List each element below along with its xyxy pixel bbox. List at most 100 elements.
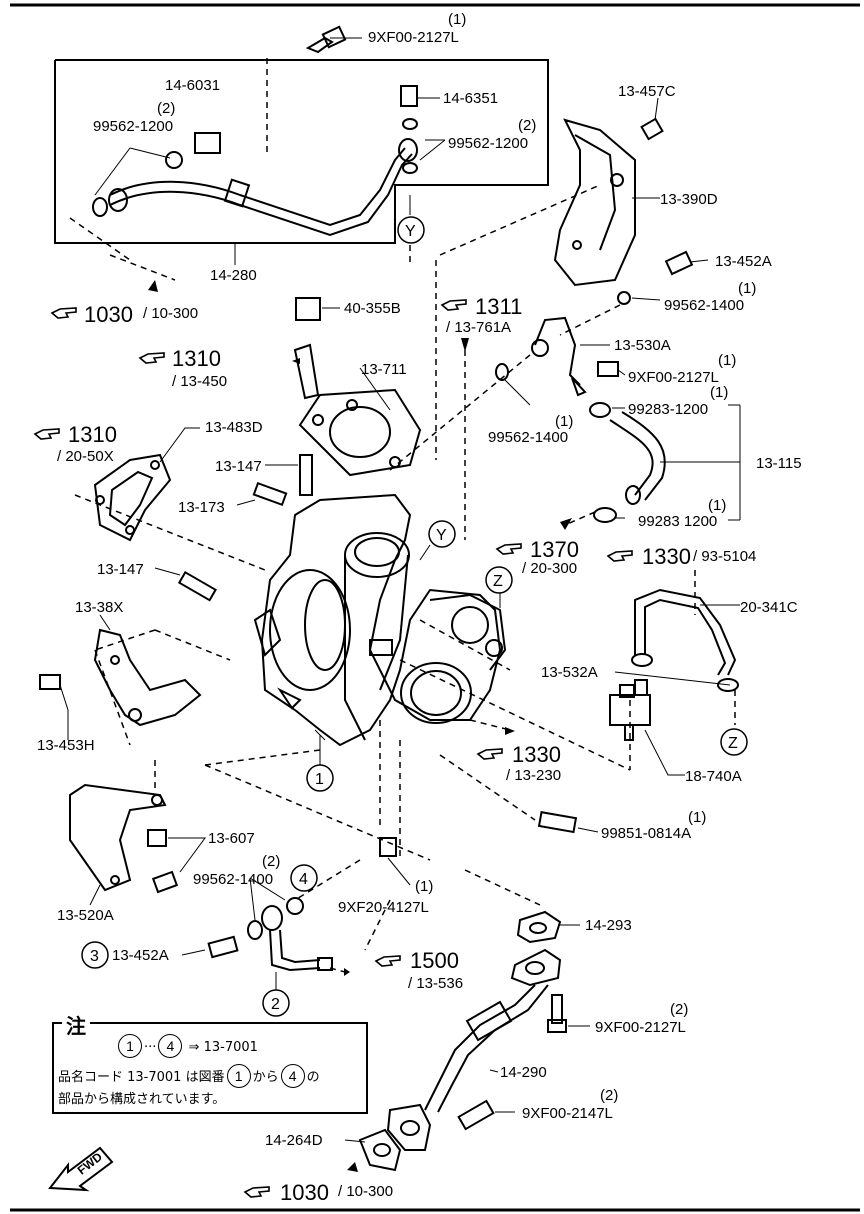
- inset-box: [54, 59, 549, 244]
- ref-1311-sub: / 13-761A: [446, 319, 511, 336]
- vacuum-pipe-13-530A: [495, 250, 694, 523]
- qty-99283-1200-a: (1): [710, 384, 728, 401]
- qty-99562-1200-b: (2): [518, 117, 536, 134]
- ref-1310-b-num: 1310: [68, 422, 117, 447]
- label-13-483D: 13-483D: [205, 419, 263, 436]
- ref-1310-b[interactable]: 1310 / 20-50X: [34, 422, 117, 465]
- qty-99562-1400-b: (1): [555, 413, 573, 430]
- label-99283-1200-b: 99283 1200: [638, 513, 717, 530]
- label-99283-1200-a: 99283-1200: [628, 401, 708, 418]
- ref-1310-a-sub: / 13-450: [172, 373, 227, 390]
- label-14-264D: 14-264D: [265, 1132, 323, 1149]
- label-14-290: 14-290: [500, 1064, 547, 1081]
- label-13-147-a: 13-147: [215, 458, 262, 475]
- ref-1500[interactable]: 1500 / 13-536: [375, 948, 463, 992]
- label-20-341C: 20-341C: [740, 599, 798, 616]
- svg-text:2: 2: [271, 996, 280, 1013]
- label-13-115: 13-115: [756, 455, 802, 472]
- note-circle-1: 1: [118, 1034, 142, 1058]
- callout-z-right: Z: [720, 728, 748, 756]
- ref-1370[interactable]: 1370 / 20-300: [496, 537, 579, 577]
- note-dots: ···: [144, 1040, 157, 1055]
- ref-1030-top[interactable]: 1030 / 10-300: [51, 302, 198, 327]
- note-title: 注: [62, 1010, 90, 1039]
- ref-1310-a-num: 1310: [172, 346, 221, 371]
- label-13-530A: 13-530A: [614, 337, 671, 354]
- label-bolt-9XF00-b: 9XF00-2127L: [628, 369, 719, 386]
- stud-99851: [537, 810, 578, 834]
- label-13-390D: 13-390D: [660, 191, 718, 208]
- ref-1030-bottom-sub: / 10-300: [338, 1183, 393, 1200]
- leaders-upper: [94, 37, 446, 265]
- ref-1330-b[interactable]: 1330 / 13-230: [477, 742, 561, 784]
- qty-99851: (1): [688, 809, 706, 826]
- note-part: 13-7001: [203, 1040, 258, 1055]
- studs: [177, 454, 313, 602]
- callout-y-mid: Y: [428, 520, 456, 548]
- ref-1500-sub: / 13-536: [408, 975, 463, 992]
- drain-pipe-14-290: [358, 910, 567, 1172]
- svg-text:Z: Z: [728, 735, 738, 752]
- ref-1311-num: 1311: [475, 294, 522, 319]
- bracket-13-38X: [39, 628, 202, 727]
- leader-dashed-middle: [74, 494, 736, 973]
- ref-1500-num: 1500: [410, 948, 459, 973]
- gasket-13-483D: [93, 453, 172, 542]
- qty-99283-1200-b: (1): [708, 497, 726, 514]
- ref-1030-top-num: 1030: [84, 302, 133, 327]
- callout-1: 1: [306, 764, 334, 792]
- label-99562-1400-b: 99562-1400: [488, 429, 568, 446]
- label-bolt-9XF20: 9XF20-4127L: [338, 899, 429, 916]
- label-13-147-b: 13-147: [97, 561, 144, 578]
- ref-1310-b-sub: / 20-50X: [57, 448, 114, 465]
- label-14-6351: 14-6351: [443, 90, 498, 107]
- callout-2: 2: [262, 989, 290, 1017]
- label-40-355B: 40-355B: [344, 300, 401, 317]
- label-14-6031: 14-6031: [165, 77, 220, 94]
- label-13-452A-top: 13-452A: [715, 253, 772, 270]
- label-99851: 99851-0814A: [601, 825, 691, 842]
- ref-1330-a[interactable]: 1330 / 93-5104: [607, 544, 756, 569]
- bolt-top: [305, 25, 347, 54]
- label-13-453H: 13-453H: [37, 737, 95, 754]
- svg-text:Z: Z: [493, 573, 503, 590]
- bracket-13-520A: [69, 783, 179, 894]
- ref-1030-bottom-num: 1030: [280, 1180, 329, 1205]
- note-line-3: 部品から構成されています。: [58, 1092, 226, 1107]
- qty-bolt-top: (1): [448, 11, 466, 28]
- label-bolt-top: 9XF00-2127L: [368, 29, 459, 46]
- qty-99562-1200-a: (2): [157, 100, 175, 117]
- label-13-711: 13-711: [361, 361, 407, 378]
- ref-1311[interactable]: 1311 / 13-761A: [441, 294, 522, 336]
- ref-1030-top-sub: / 10-300: [143, 305, 198, 322]
- ref-1310-a[interactable]: 1310 / 13-450: [139, 346, 227, 390]
- svg-text:4: 4: [299, 871, 308, 888]
- ref-1370-num: 1370: [530, 537, 579, 562]
- gasket-13-711: [293, 297, 422, 477]
- label-18-740A: 18-740A: [685, 768, 742, 785]
- qty-99562-1400-a: (1): [738, 280, 756, 297]
- callout-4: 4: [290, 864, 318, 892]
- note-arrow: ⇒: [188, 1040, 200, 1055]
- note-circle-4: 4: [158, 1034, 183, 1058]
- label-99562-1400-a: 99562-1400: [664, 297, 744, 314]
- qty-bolt-9XF00-b: (1): [718, 352, 736, 369]
- svg-text:1: 1: [315, 771, 324, 788]
- ref-1330-b-sub: / 13-230: [506, 767, 561, 784]
- label-13-457C: 13-457C: [618, 83, 676, 100]
- ref-1030-bottom[interactable]: 1030 / 10-300: [244, 1180, 393, 1205]
- label-13-452A-bot: 13-452A: [112, 947, 169, 964]
- label-99562-1200-a: 99562-1200: [93, 118, 173, 135]
- svg-text:3: 3: [90, 948, 99, 965]
- part-labels: (1) 9XF00-2127L 14-6031 (2) 99562-1200 1…: [37, 11, 802, 1149]
- oil-return-pipe: [207, 897, 333, 972]
- fwd-arrow: FWD: [48, 1146, 114, 1192]
- svg-text:Y: Y: [405, 223, 416, 240]
- label-13-520A: 13-520A: [57, 907, 114, 924]
- callout-3: 3: [81, 941, 109, 969]
- leader-dashed-upper: [69, 58, 601, 460]
- label-14-280: 14-280: [210, 267, 257, 284]
- ref-1330-a-num: 1330: [642, 544, 691, 569]
